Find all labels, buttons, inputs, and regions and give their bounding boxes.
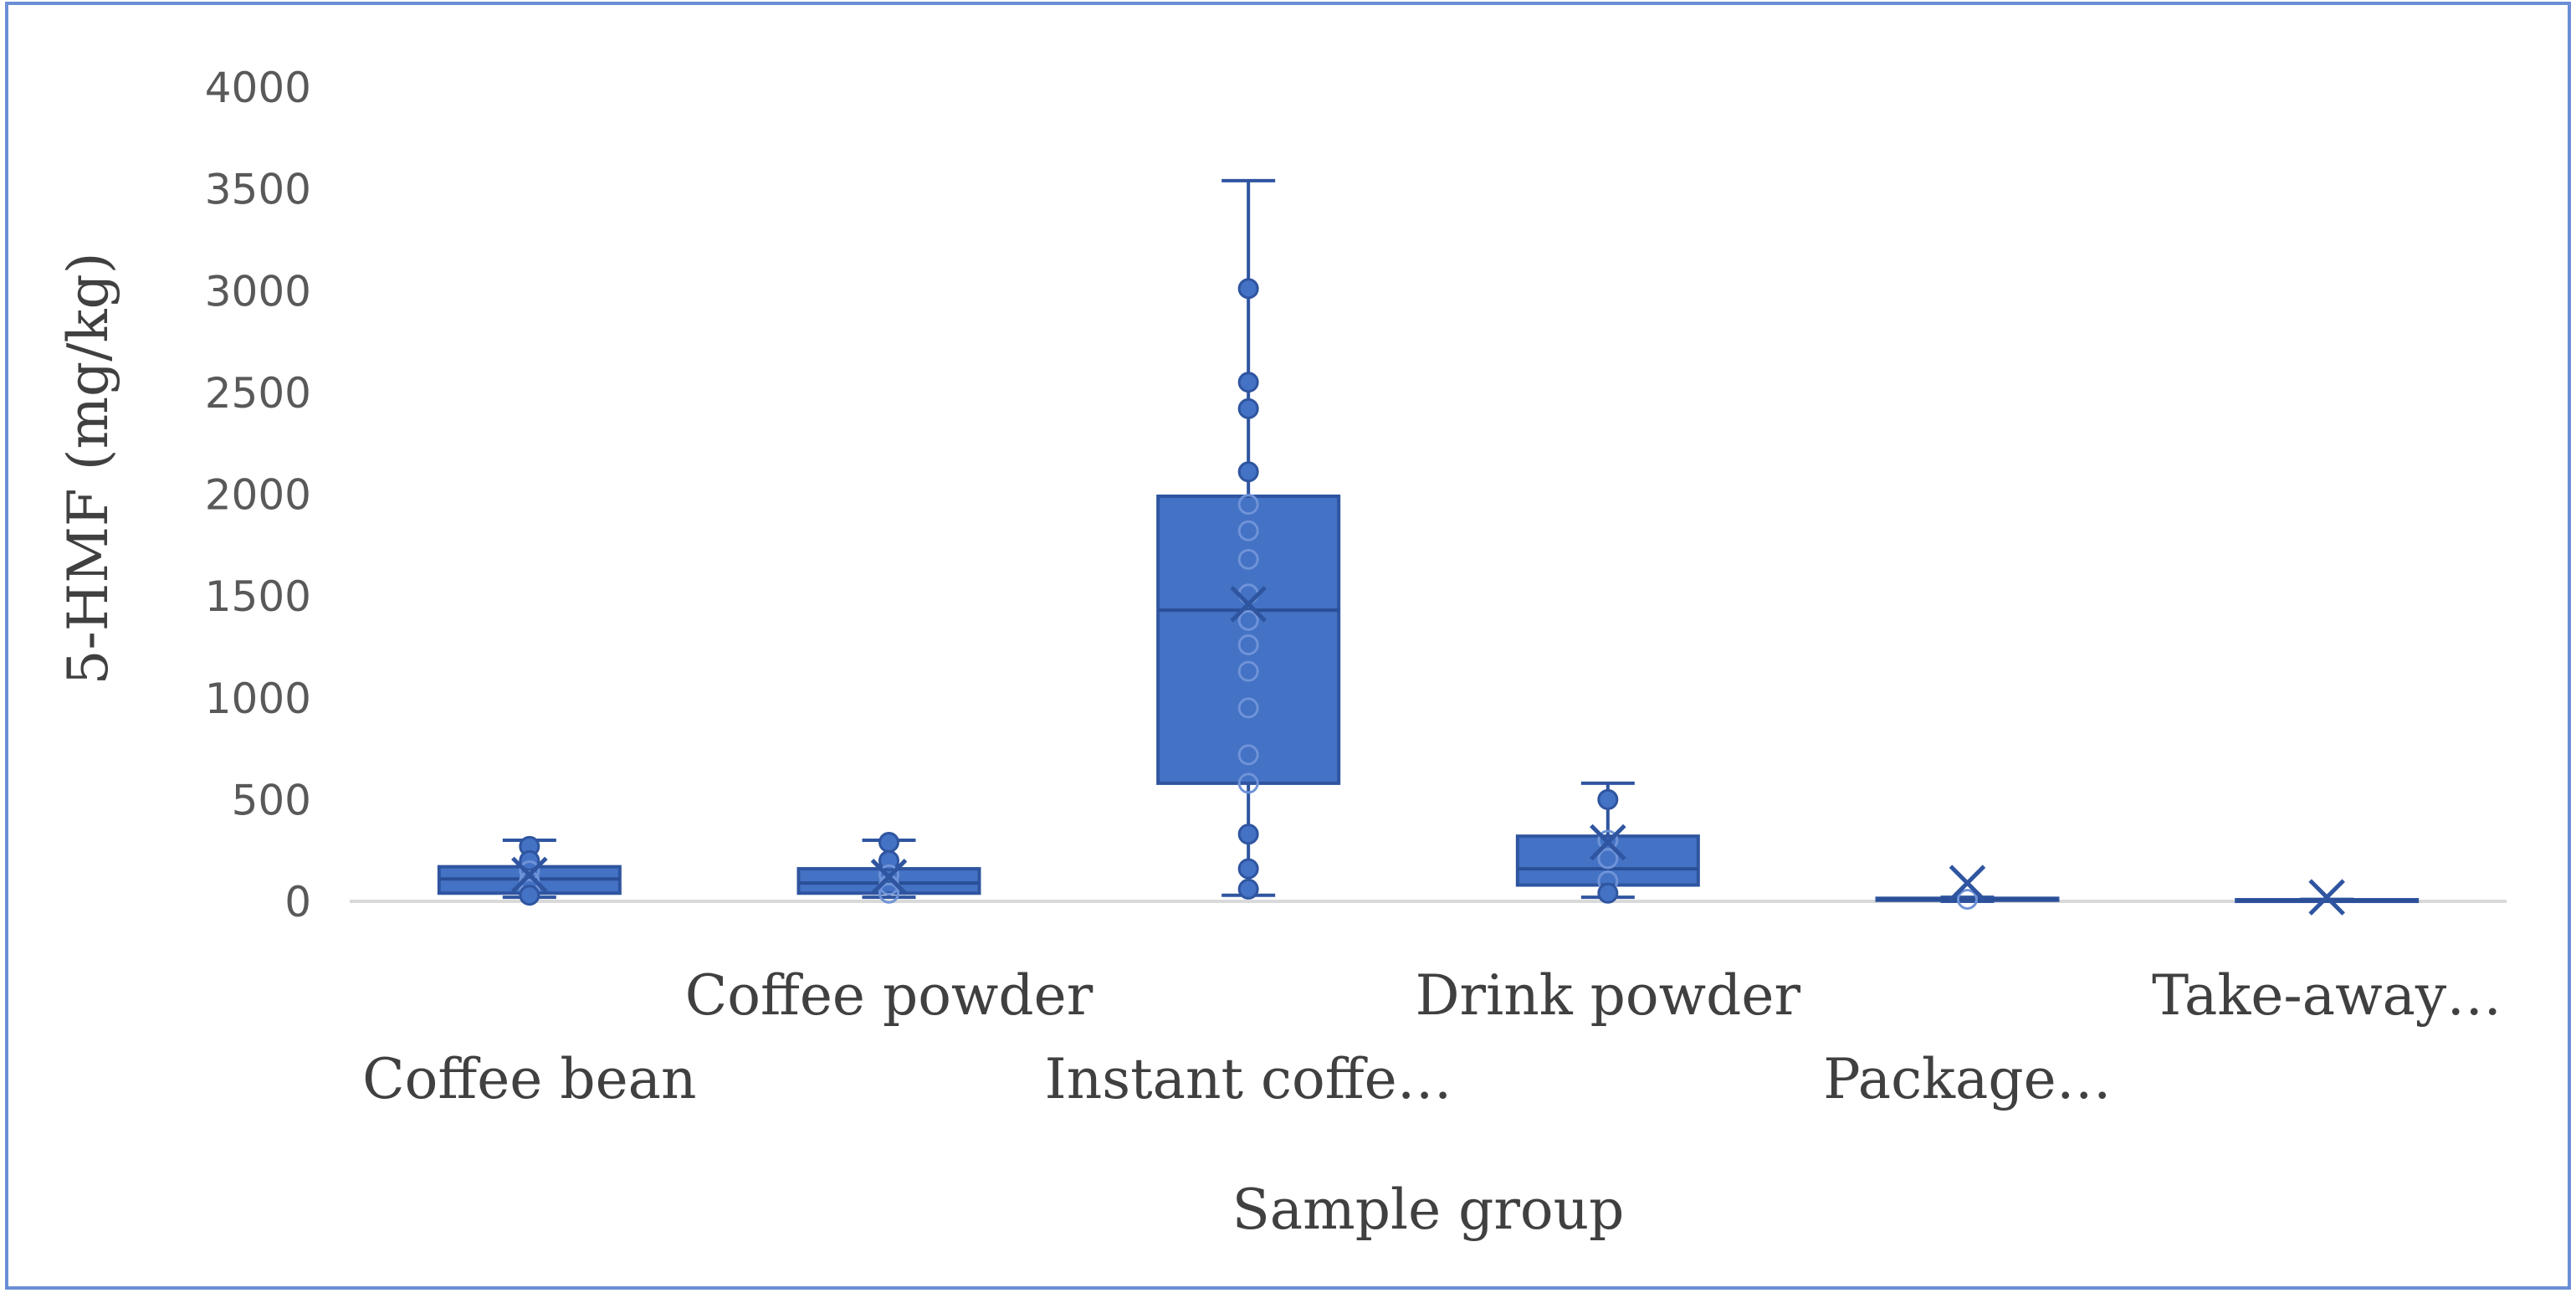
data-point	[878, 831, 899, 853]
data-point	[1597, 788, 1619, 810]
y-tick-label: 500	[232, 776, 311, 824]
data-point	[1237, 824, 1259, 845]
y-tick-label: 4000	[205, 64, 311, 112]
data-point	[1237, 878, 1259, 900]
box-group	[1875, 865, 2060, 911]
data-point	[1237, 609, 1259, 631]
x-tick-label: Package…	[1823, 1047, 2111, 1111]
x-tick-label: Drink powder	[1416, 963, 1801, 1028]
data-point	[878, 882, 899, 904]
data-point	[1237, 858, 1259, 880]
y-tick-label: 1500	[205, 572, 311, 621]
y-tick-label: 0	[284, 878, 311, 926]
box-group	[1515, 781, 1700, 904]
y-tick-label: 3000	[205, 267, 311, 316]
data-point	[1237, 278, 1259, 300]
mean-marker	[1590, 824, 1626, 861]
mean-marker	[1949, 865, 1986, 901]
data-point	[1237, 372, 1259, 393]
y-tick-label: 2000	[205, 471, 311, 520]
data-point	[1237, 398, 1259, 419]
data-point	[1237, 461, 1259, 483]
data-point	[1957, 889, 1978, 911]
box-iqr	[796, 867, 981, 895]
y-tick-label: 2500	[205, 369, 311, 418]
y-tick-label: 3500	[205, 166, 311, 214]
data-point	[878, 849, 899, 871]
box-group	[2235, 879, 2420, 916]
y-tick-label: 1000	[205, 675, 311, 723]
y-axis-ticks: 0 500 1000 1500 2000 2500 3000 3500 4000	[205, 64, 311, 926]
y-axis-title: 5-HMF (mg/kg)	[56, 252, 120, 685]
x-tick-label: Take-away…	[2152, 963, 2502, 1028]
box-group	[796, 831, 981, 904]
x-tick-label: Coffee powder	[685, 963, 1093, 1028]
data-point	[1237, 660, 1259, 682]
data-point	[1237, 772, 1259, 794]
x-axis-title: Sample group	[1232, 1178, 1625, 1242]
x-tick-label: Coffee bean	[362, 1047, 696, 1111]
x-tick-label: Instant coffe…	[1045, 1047, 1452, 1111]
data-point	[519, 885, 540, 906]
mean-marker	[1230, 586, 1267, 623]
data-point	[1237, 744, 1259, 766]
data-point	[1237, 634, 1259, 656]
data-point	[1597, 848, 1619, 870]
data-point	[1237, 494, 1259, 516]
mean-marker	[2308, 879, 2345, 916]
box-iqr	[1156, 494, 1341, 785]
data-point	[1237, 548, 1259, 570]
boxes	[437, 178, 2420, 916]
box-group	[1156, 178, 1341, 900]
box-group	[437, 835, 622, 906]
data-point	[1237, 697, 1259, 719]
mean-marker	[870, 859, 908, 895]
data-point	[1597, 882, 1619, 904]
mean-marker	[511, 856, 548, 894]
data-point	[1237, 520, 1259, 541]
